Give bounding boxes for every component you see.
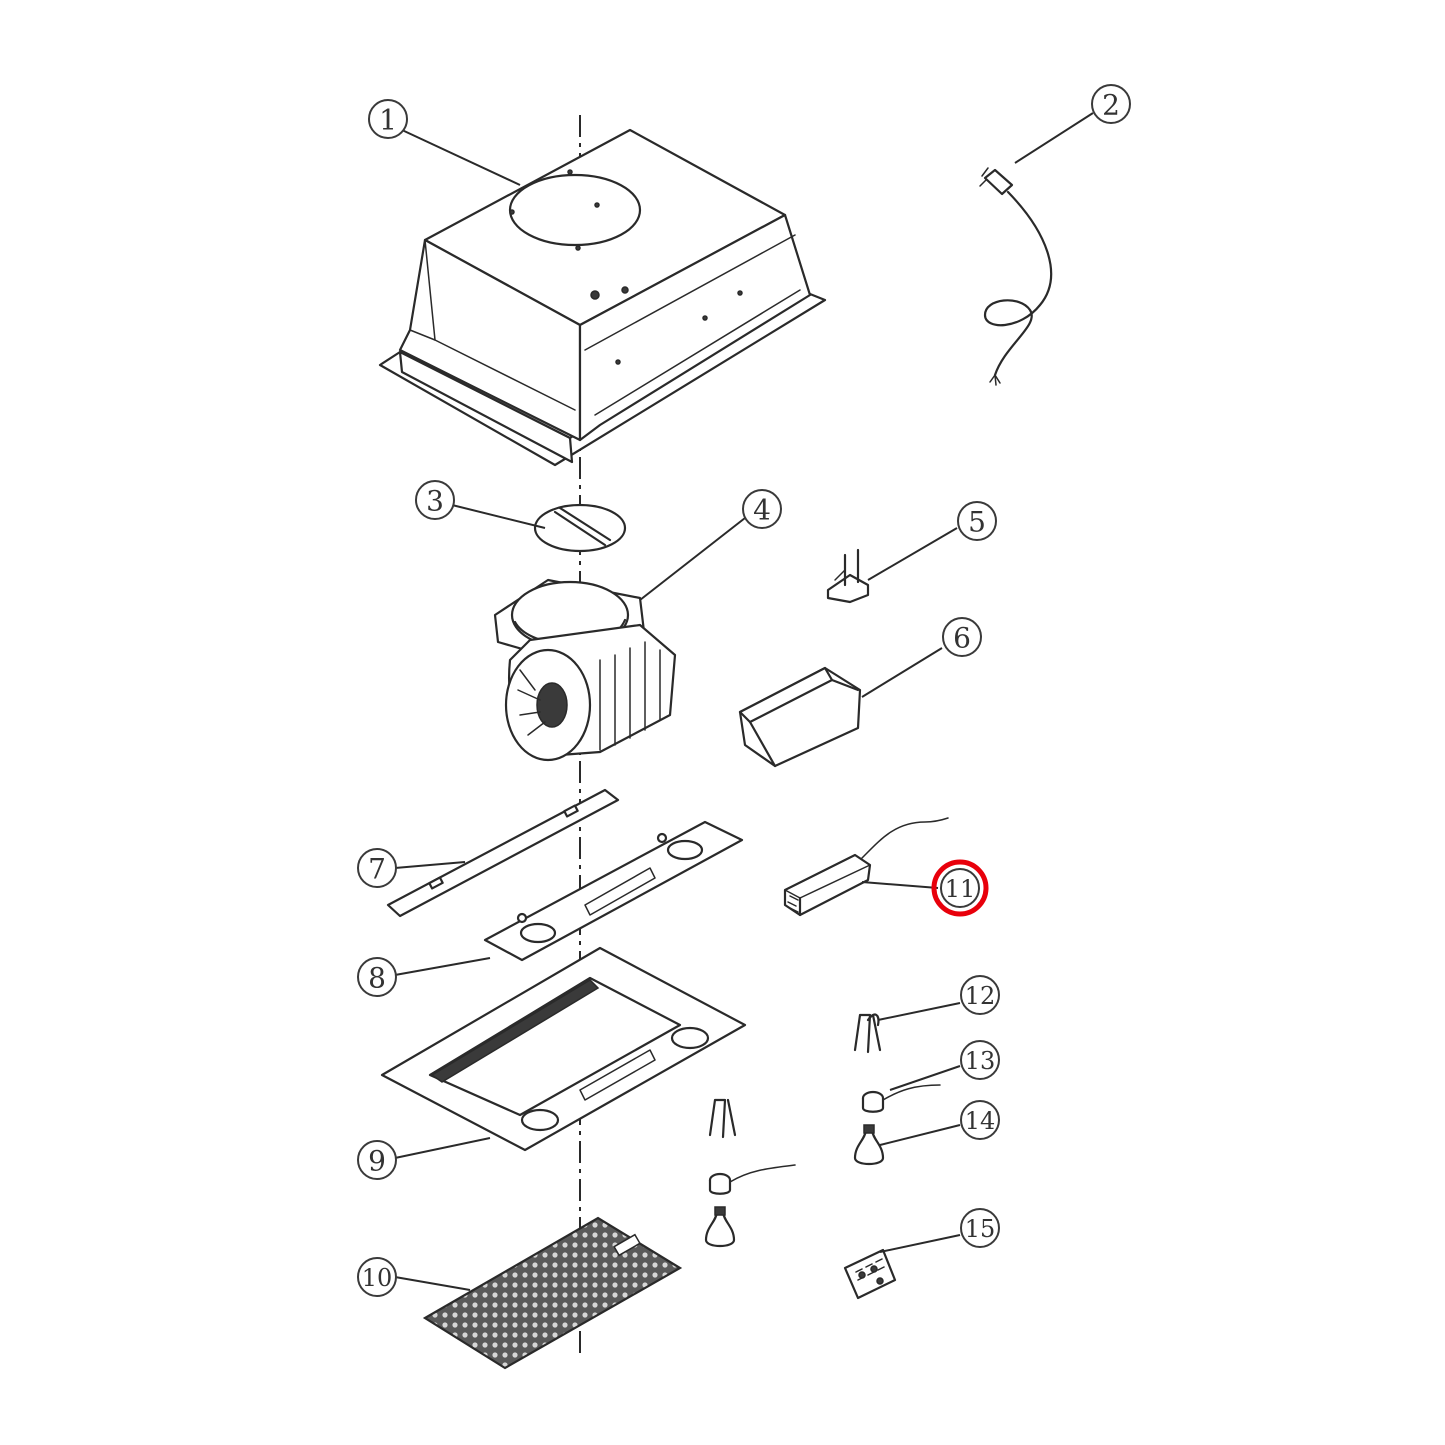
part-1-hood-housing — [378, 128, 827, 467]
callout-13: 13 — [960, 1040, 1000, 1080]
lamp-set-left — [704, 1098, 796, 1248]
part-10-grease-filter — [422, 1216, 683, 1370]
highlight-ring — [931, 859, 989, 917]
part-4-blower-motor — [493, 578, 677, 762]
part-12-lamp-clip — [853, 1013, 882, 1054]
part-15-control-panel — [843, 1248, 897, 1300]
callout-2: 2 — [1091, 84, 1131, 124]
callout-14-label: 14 — [965, 1107, 996, 1135]
part-5-bracket — [826, 548, 870, 604]
callout-8: 8 — [357, 957, 397, 997]
callout-7-label: 7 — [368, 853, 386, 886]
part-8-mounting-plate — [483, 820, 744, 962]
callout-12-label: 12 — [965, 982, 996, 1010]
callout-6: 6 — [942, 617, 982, 657]
callout-5: 5 — [957, 501, 997, 541]
callout-4-label: 4 — [753, 494, 771, 527]
callout-10: 10 — [357, 1257, 397, 1297]
callout-2-label: 2 — [1102, 89, 1120, 122]
callout-3: 3 — [415, 480, 455, 520]
part-3-damper-flap — [533, 503, 627, 553]
leader-lines — [394, 112, 1094, 1291]
callout-10-label: 10 — [362, 1264, 393, 1292]
callout-15-label: 15 — [965, 1215, 996, 1243]
callout-15: 15 — [960, 1208, 1000, 1248]
callout-9-label: 9 — [368, 1145, 386, 1178]
callout-4: 4 — [742, 489, 782, 529]
callout-11-label: 11 — [945, 875, 976, 903]
callout-9: 9 — [357, 1140, 397, 1180]
part-13-lamp-holder — [861, 1084, 941, 1113]
callout-7: 7 — [357, 848, 397, 888]
part-2-power-cord — [979, 167, 1053, 386]
part-9-bottom-panel — [380, 946, 747, 1152]
part-14-bulb — [853, 1124, 885, 1166]
part-6-control-box — [738, 666, 862, 768]
callout-13-label: 13 — [965, 1047, 996, 1075]
callout-12: 12 — [960, 975, 1000, 1015]
callout-1: 1 — [368, 99, 408, 139]
callout-1-label: 1 — [379, 104, 397, 137]
callout-14: 14 — [960, 1100, 1000, 1140]
callout-6-label: 6 — [953, 622, 971, 655]
part-7-filter-rail — [386, 788, 620, 918]
callout-3-label: 3 — [426, 485, 444, 518]
callout-8-label: 8 — [368, 962, 386, 995]
callout-11: 11 — [931, 859, 989, 917]
callout-5-label: 5 — [968, 506, 986, 539]
part-11-led-driver — [783, 817, 949, 917]
